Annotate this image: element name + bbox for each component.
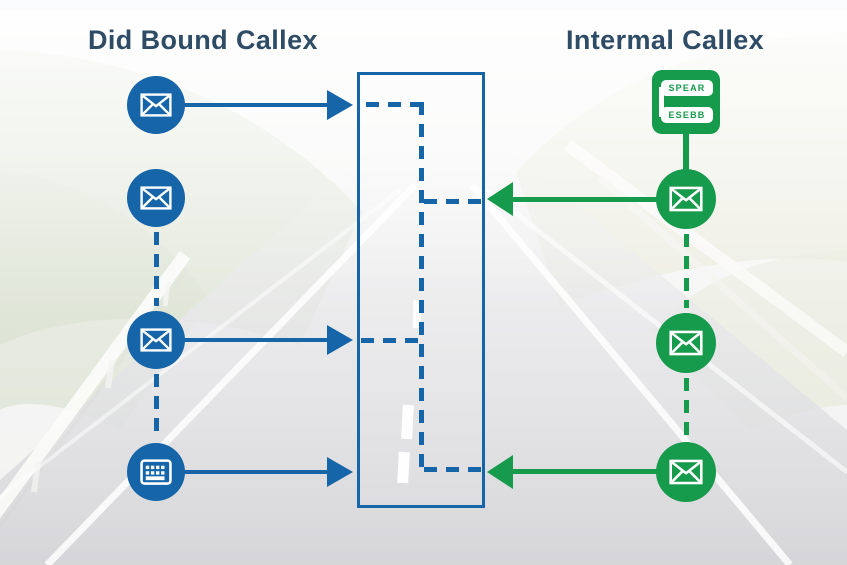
- blue-routing-path-branch-right-lower: [424, 467, 484, 472]
- arrowhead-right-icon: [327, 90, 353, 120]
- envelope-icon: [669, 186, 703, 212]
- left-node-1: [127, 76, 185, 134]
- blue-arrow-line-3: [183, 470, 329, 474]
- blue-vertical-dashed-link-2: [154, 374, 159, 438]
- card-label-bottom: ESEBB: [661, 107, 713, 123]
- blue-routing-path-top-horizontal: [366, 102, 422, 107]
- right-node-2: [656, 313, 716, 373]
- green-arrow-line-1: [513, 197, 658, 202]
- envelope-icon: [669, 330, 703, 356]
- right-column-title: Intermal Callex: [566, 25, 765, 55]
- left-node-3: [127, 311, 185, 369]
- green-vertical-dashed-link-2: [684, 378, 689, 438]
- arrowhead-left-icon: [487, 455, 513, 489]
- blue-routing-path-branch-right-upper: [424, 199, 486, 204]
- left-node-2: [127, 169, 185, 227]
- left-column-title: Did Bound Callex: [88, 25, 318, 55]
- right-node-3: [656, 442, 716, 502]
- blue-arrow-line-1: [183, 103, 329, 107]
- card-stem-line: [683, 134, 689, 171]
- blue-vertical-dashed-link-1: [154, 232, 159, 306]
- card-connector-bar: [659, 87, 664, 117]
- left-node-4: [127, 443, 185, 501]
- spear-esebb-card: SPEAR ESEBB: [652, 70, 720, 134]
- envelope-icon: [140, 328, 172, 352]
- envelope-icon: [140, 93, 172, 117]
- green-vertical-dashed-link-1: [684, 234, 689, 308]
- arrowhead-right-icon: [327, 325, 353, 355]
- arrowhead-left-icon: [487, 182, 513, 216]
- blue-arrow-line-2: [183, 338, 329, 342]
- blue-routing-path-branch-left-middle: [361, 338, 418, 343]
- envelope-icon: [140, 186, 172, 210]
- right-node-1: [656, 169, 716, 229]
- blue-routing-path-vertical: [419, 102, 424, 470]
- keypad-icon: [140, 458, 172, 485]
- arrowhead-right-icon: [327, 457, 353, 487]
- card-label-top: SPEAR: [661, 80, 713, 96]
- envelope-icon: [669, 459, 703, 485]
- green-arrow-line-2: [513, 469, 659, 474]
